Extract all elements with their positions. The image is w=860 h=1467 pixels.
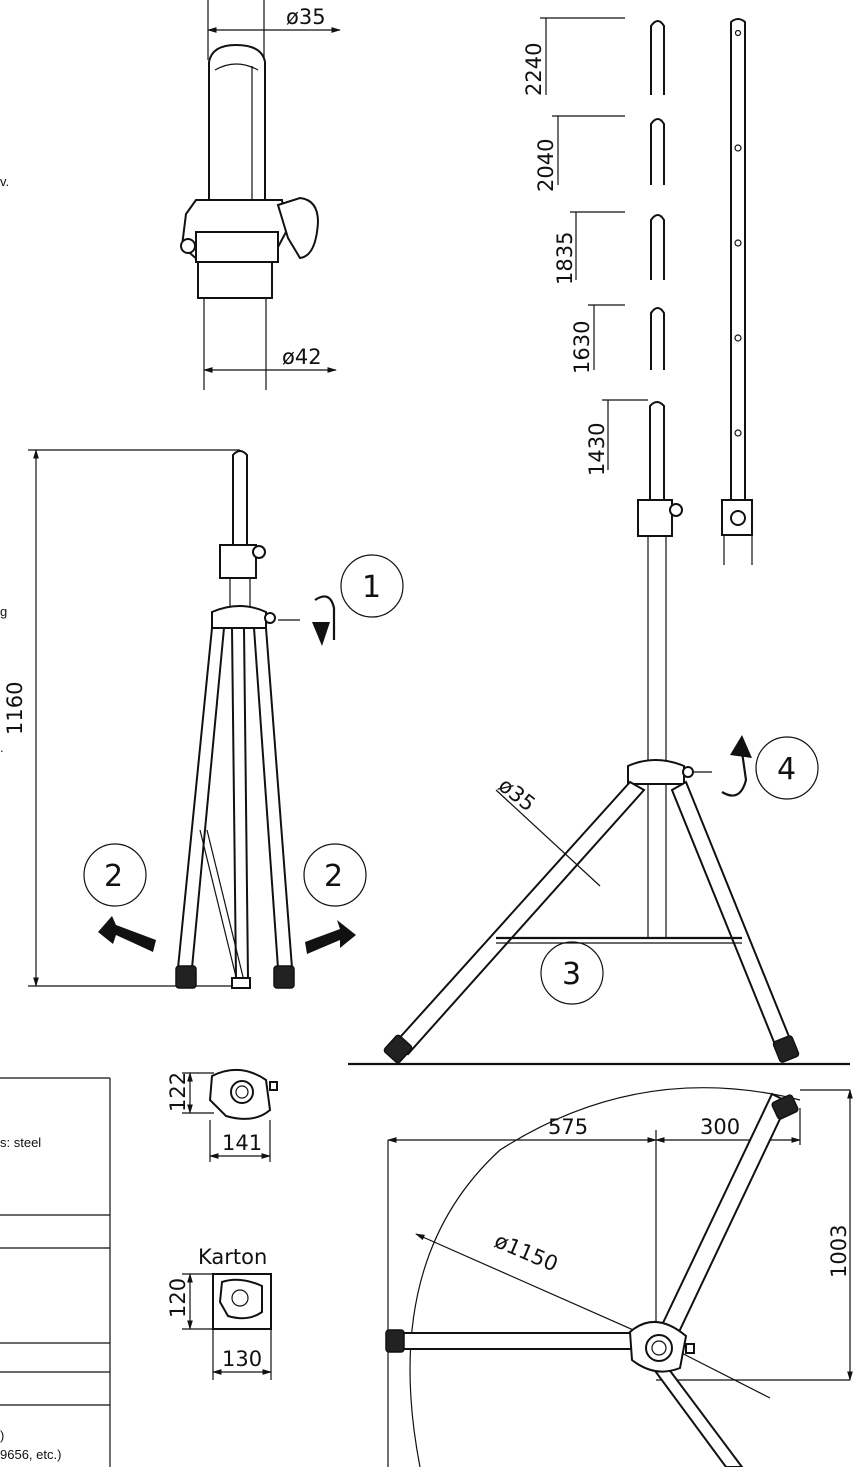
dim-span-right: 300 [700,1115,740,1139]
step-1-label: 1 [362,570,381,605]
dim-height-1630: 1630 [570,321,594,374]
table-cell-1: s: steel [0,1135,41,1150]
dim-bottom-diameter: ø42 [282,345,322,369]
dim-height-2040: 2040 [534,139,558,192]
dim-leg-diameter: ø35 [494,773,540,816]
table-cell-2: ) [0,1428,4,1443]
dim-span-left: 575 [548,1115,588,1139]
folded-tripod [28,449,295,989]
dim-folded-height: 1160 [3,682,27,735]
open-tripod [348,401,850,1066]
step-3-label: 3 [562,957,581,992]
dim-height-2240: 2240 [522,43,546,96]
carton-view [182,1273,272,1380]
height-steps [540,17,665,470]
clamp-detail [180,0,341,390]
dim-head-height: 122 [166,1072,190,1112]
cropped-text-3: . [0,740,4,755]
head-top-view [182,1069,278,1162]
dim-top-diameter: ø35 [286,5,326,29]
spec-table [0,1077,111,1467]
inner-pole [721,18,753,565]
dim-carton-width: 130 [222,1347,262,1371]
dim-footprint-diameter: ø1150 [491,1229,561,1277]
step-2-markers [83,843,367,954]
step-1-marker [278,554,404,646]
table-cell-3: 9656, etc.) [0,1447,61,1462]
carton-label: Karton [198,1245,267,1269]
dim-head-width: 141 [222,1131,262,1155]
footprint-top-view [385,1087,853,1467]
step-4-label: 4 [777,752,796,787]
step-2-label-right: 2 [324,859,343,894]
dim-depth: 1003 [827,1225,851,1278]
cropped-text-2: g [0,604,7,619]
cropped-text-1: v. [0,174,9,189]
step-2-label-left: 2 [104,859,123,894]
step-4-marker [694,735,819,800]
step-3-circle [540,941,604,1005]
dim-height-1430: 1430 [585,423,609,476]
dim-height-1835: 1835 [553,232,577,285]
dim-carton-height: 120 [166,1278,190,1318]
